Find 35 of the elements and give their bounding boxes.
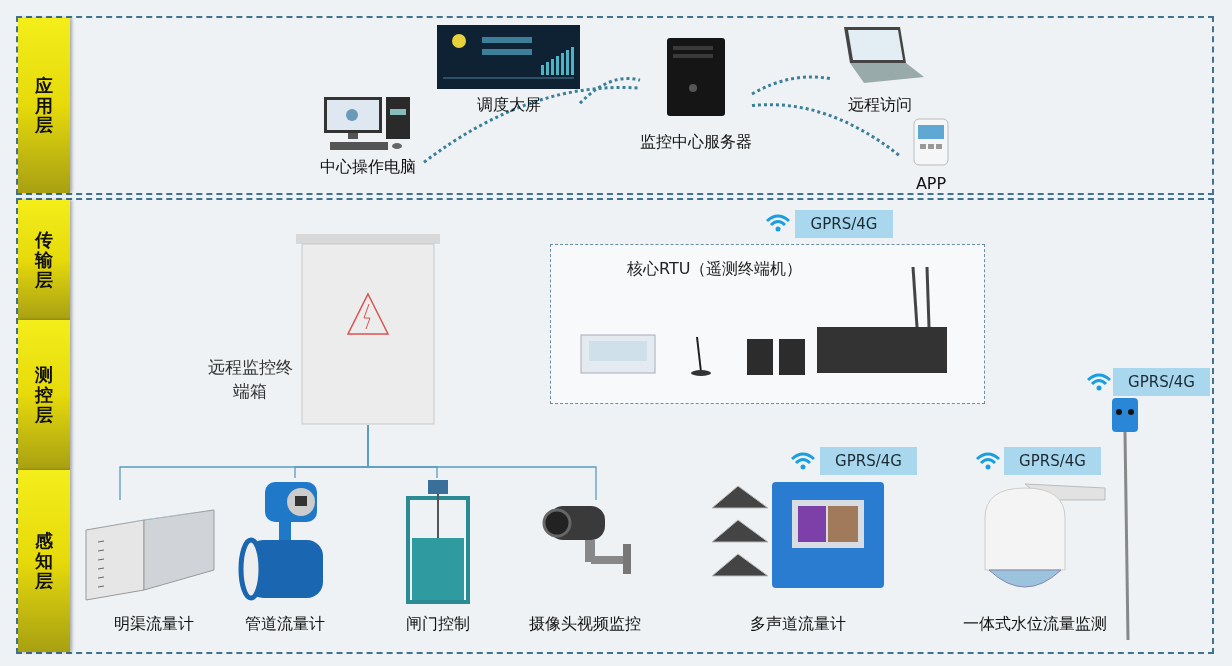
layer-label: 测控层: [35, 365, 53, 425]
dotted-connector: [751, 75, 833, 96]
device-label: 中心操作电脑: [320, 157, 416, 177]
connector-line: [367, 424, 597, 501]
layer-label: 感知层: [35, 531, 53, 591]
dotted-connector: [423, 86, 641, 164]
network-badge: [795, 210, 893, 238]
rtu-group-box: [550, 244, 985, 404]
device-label: 监控中心服务器: [640, 132, 752, 152]
device-label: 远程访问: [848, 95, 912, 115]
device-label: 闸门控制: [406, 614, 470, 634]
network-label: GPRS/4G: [1019, 450, 1086, 472]
layer-band: [18, 200, 70, 320]
network-badge: [820, 447, 917, 475]
device-label: 一体式水位流量监测: [963, 614, 1107, 634]
dotted-connector: [751, 103, 901, 158]
device-label: 明渠流量计: [114, 614, 194, 634]
network-label: GPRS/4G: [810, 213, 878, 235]
layer-band: [18, 470, 70, 652]
layer-label: 应用层: [35, 75, 53, 136]
network-label: GPRS/4G: [1128, 371, 1195, 393]
device-label: 管道流量计: [245, 614, 325, 634]
layer-band: [18, 320, 70, 470]
network-badge: [1113, 368, 1210, 396]
device-label: 摄像头视频监控: [529, 614, 641, 634]
network-badge: [1004, 447, 1101, 475]
layer-label: 传输层: [35, 230, 53, 290]
network-label: GPRS/4G: [835, 450, 902, 472]
device-label: 多声道流量计: [749, 614, 846, 634]
device-label: 远程监控终端箱: [206, 356, 294, 403]
layer-band: [18, 18, 70, 193]
dotted-connector: [578, 77, 641, 105]
group-title: 核心RTU（遥测终端机）: [627, 258, 803, 280]
device-label: 调度大屏: [476, 95, 541, 115]
device-label: APP: [915, 174, 947, 194]
